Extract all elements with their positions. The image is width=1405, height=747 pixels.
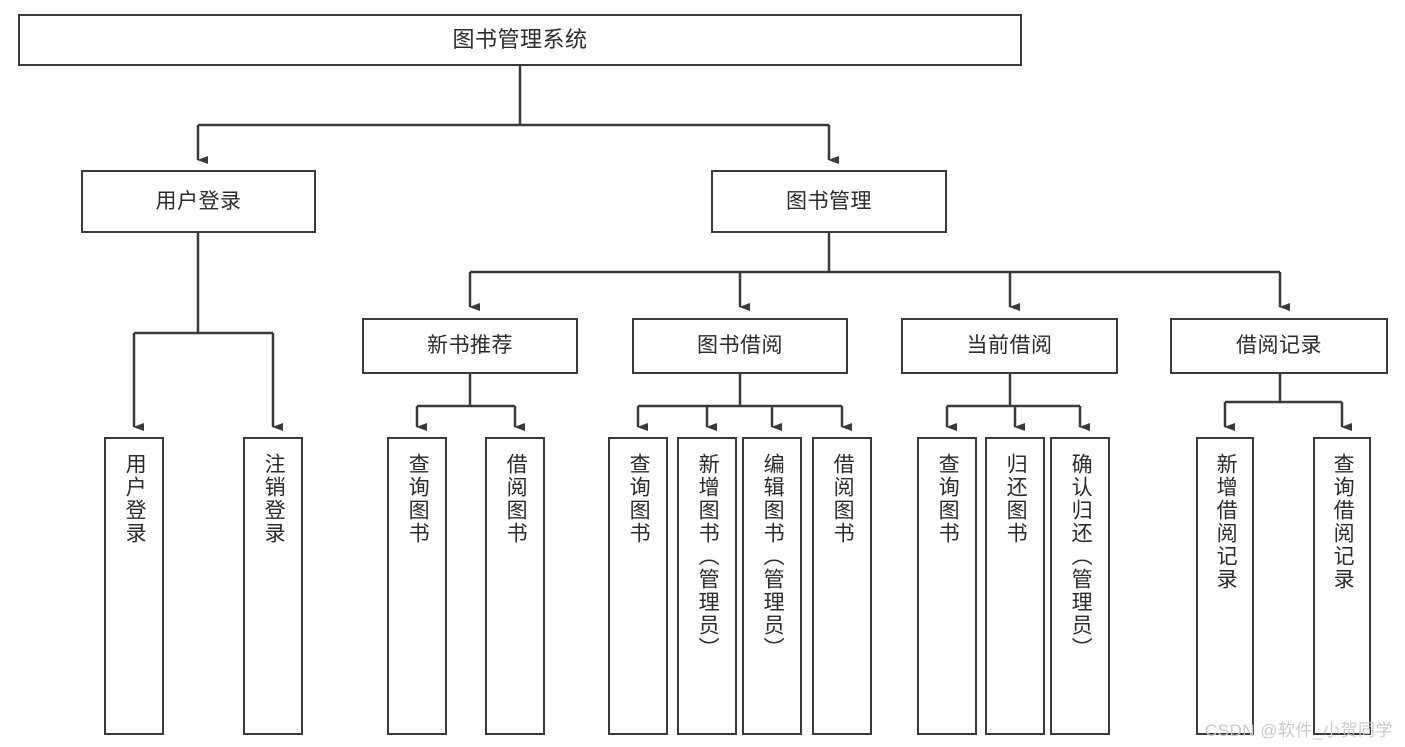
leaf-return-book[interactable]: 归还图书 (985, 437, 1045, 735)
leaf-borrow-book-recommend[interactable]: 借阅图书 (485, 437, 545, 735)
node-label: 归还图书 (1004, 453, 1028, 545)
leaf-borrow-book[interactable]: 借阅图书 (812, 437, 872, 735)
node-label: 图书管理 (786, 189, 872, 213)
node-label: 注销登录 (262, 453, 286, 545)
leaf-edit-book-admin[interactable]: 编辑图书（管理员） (742, 437, 802, 735)
leaf-add-borrow-record[interactable]: 新增借阅记录 (1196, 437, 1254, 735)
node-borrow-record[interactable]: 借阅记录 (1170, 318, 1388, 374)
leaf-confirm-return-admin[interactable]: 确认归还（管理员） (1050, 437, 1110, 735)
node-label: 借阅图书 (504, 453, 528, 545)
node-book-borrow[interactable]: 图书借阅 (632, 318, 848, 374)
node-label: 当前借阅 (966, 334, 1053, 358)
node-label: 编辑图书（管理员） (761, 453, 785, 660)
node-label: 查询借阅记录 (1331, 453, 1355, 591)
leaf-query-borrow-record[interactable]: 查询借阅记录 (1313, 437, 1371, 735)
node-label: 借阅图书 (831, 453, 855, 545)
node-label: 查询图书 (936, 453, 960, 545)
leaf-logout[interactable]: 注销登录 (243, 437, 303, 735)
leaf-user-login[interactable]: 用户登录 (104, 437, 164, 735)
leaf-query-book-current[interactable]: 查询图书 (917, 437, 977, 735)
node-label: 新增图书（管理员） (696, 453, 720, 660)
node-label: 用户登录 (123, 453, 147, 545)
leaf-query-book-recommend[interactable]: 查询图书 (387, 437, 447, 735)
node-new-book-recommend[interactable]: 新书推荐 (362, 318, 578, 374)
node-label: 图书借阅 (697, 334, 783, 358)
leaf-add-book-admin[interactable]: 新增图书（管理员） (677, 437, 737, 735)
node-book-management[interactable]: 图书管理 (711, 170, 947, 233)
node-user-login[interactable]: 用户登录 (81, 170, 316, 233)
node-label: 新书推荐 (427, 334, 513, 358)
node-label: 用户登录 (155, 189, 242, 213)
node-label: 借阅记录 (1236, 334, 1322, 358)
leaf-query-book-borrow[interactable]: 查询图书 (608, 437, 668, 735)
node-root-system[interactable]: 图书管理系统 (18, 14, 1022, 66)
node-label: 图书管理系统 (452, 26, 588, 52)
watermark: CSDN @软件_小贺同学 (1204, 721, 1393, 740)
node-label: 查询图书 (406, 453, 430, 545)
node-label: 确认归还（管理员） (1069, 453, 1093, 660)
node-label: 新增借阅记录 (1214, 453, 1238, 591)
node-current-borrow[interactable]: 当前借阅 (901, 318, 1118, 374)
node-label: 查询图书 (627, 453, 651, 545)
